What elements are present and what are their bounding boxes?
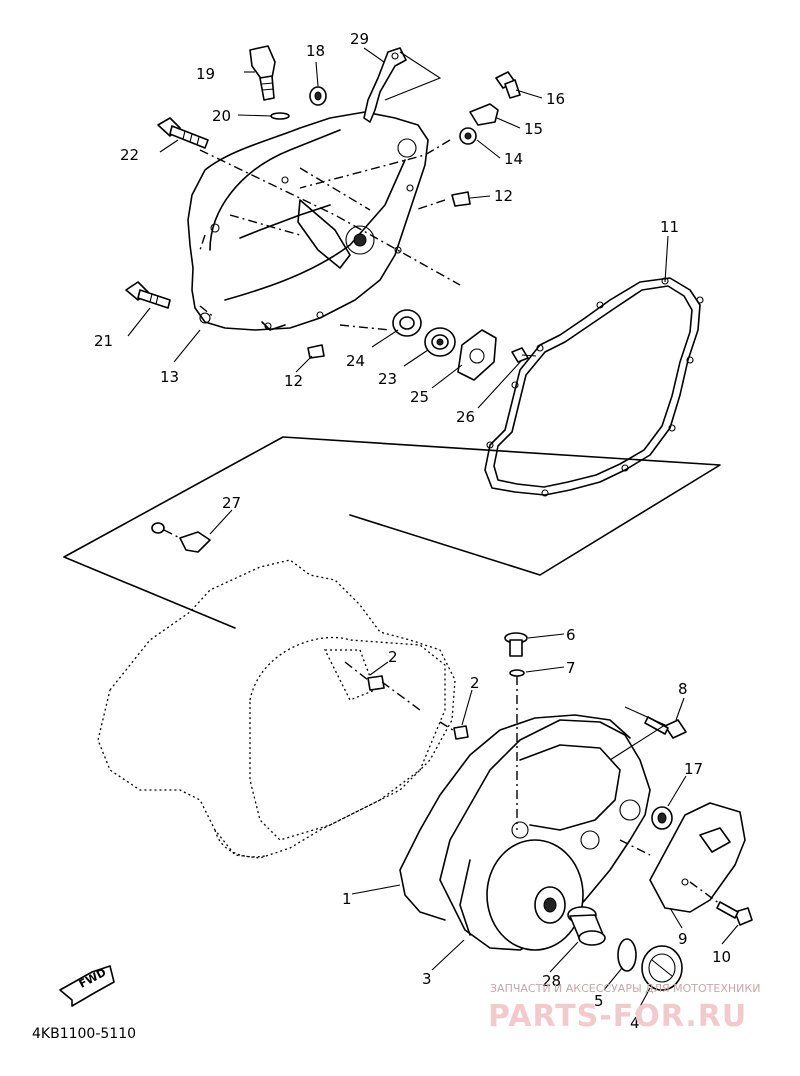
- callout-9: 9: [678, 930, 688, 948]
- bolt-8: [644, 716, 687, 739]
- crankcase-cover-13: [187, 111, 429, 331]
- clamp-27: [151, 522, 211, 553]
- callout-23: 23: [378, 370, 397, 388]
- bolt-22: [157, 117, 209, 149]
- bearing-23: [424, 327, 456, 357]
- callout-16: 16: [546, 90, 565, 108]
- gasket-1: [399, 714, 631, 921]
- callout-12-lower: 12: [284, 372, 303, 390]
- callout-29: 29: [350, 30, 369, 48]
- leader-lines: [127, 47, 739, 1015]
- callout-25: 25: [410, 388, 429, 406]
- callout-12-upper: 12: [494, 187, 513, 205]
- dowel-pin-2-b: [453, 725, 469, 740]
- plug-18: [309, 86, 327, 106]
- o-ring-5: [617, 938, 637, 972]
- callout-10: 10: [712, 948, 731, 966]
- cap-15: [469, 103, 499, 126]
- crankcase-phantom: [97, 559, 456, 859]
- callout-8: 8: [678, 680, 688, 698]
- callout-13: 13: [160, 368, 179, 386]
- callout-4: 4: [630, 1014, 640, 1032]
- callout-20: 20: [212, 107, 231, 125]
- watermark-caption: ЗАПЧАСТИ И АКСЕССУАРЫ ДЛЯ МОТОТЕХНИКИ: [490, 982, 760, 995]
- o-ring-7: [509, 669, 525, 677]
- callout-15: 15: [524, 120, 543, 138]
- gasket-11: [484, 277, 701, 496]
- callout-22: 22: [120, 146, 139, 164]
- oil-seal-24: [392, 309, 422, 337]
- axis-lines-upper: [199, 139, 461, 331]
- callout-27: 27: [222, 494, 241, 512]
- watermark: ЗАПЧАСТИ И АКСЕССУАРЫ ДЛЯ МОТОТЕХНИКИ PA…: [488, 982, 760, 1034]
- lever-29: [363, 47, 407, 123]
- bolt-21: [125, 281, 171, 309]
- callout-2-right: 2: [470, 674, 480, 692]
- forward-arrow-icon: FWD: [59, 965, 115, 1007]
- dowel-pin-12-upper: [451, 191, 471, 207]
- callout-18: 18: [306, 42, 325, 60]
- callout-7: 7: [566, 659, 576, 677]
- callout-24: 24: [346, 352, 365, 370]
- assembly-frame: [63, 436, 721, 629]
- watermark-brand: PARTS-FOR.RU: [488, 999, 747, 1034]
- callout-21: 21: [94, 332, 113, 350]
- dowel-pin-12-lower: [307, 344, 325, 359]
- seal-17: [651, 806, 673, 830]
- callout-3: 3: [422, 970, 432, 988]
- callout-17: 17: [684, 760, 703, 778]
- screw-26: [511, 347, 537, 363]
- document-code: 4KB1100-5110: [32, 1026, 136, 1042]
- callout-11: 11: [660, 218, 679, 236]
- o-ring-20: [270, 112, 290, 120]
- bolt-10: [716, 901, 753, 926]
- callout-leader-29: [384, 51, 442, 101]
- seal-14: [459, 127, 477, 145]
- plug-6: [504, 632, 528, 657]
- callout-28: 28: [542, 972, 561, 990]
- callout-numbers: 19 20 18 29 16 15 14 12 22 21 13 12 24 2…: [94, 30, 731, 1032]
- callout-5: 5: [594, 992, 604, 1010]
- callout-6: 6: [566, 626, 576, 644]
- callout-1: 1: [342, 890, 352, 908]
- plate-25: [457, 329, 497, 381]
- collar-28: [567, 906, 606, 946]
- callout-26: 26: [456, 408, 475, 426]
- bolt-16: [495, 71, 521, 99]
- plug-4: [641, 945, 683, 991]
- oil-filler-plug-19: [249, 45, 276, 101]
- dowel-pin-2-a: [367, 675, 385, 691]
- callout-19: 19: [196, 65, 215, 83]
- callout-14: 14: [504, 150, 523, 168]
- callout-2-left: 2: [388, 648, 398, 666]
- crankcase-cover-3: [439, 719, 651, 951]
- cover-9: [649, 802, 746, 913]
